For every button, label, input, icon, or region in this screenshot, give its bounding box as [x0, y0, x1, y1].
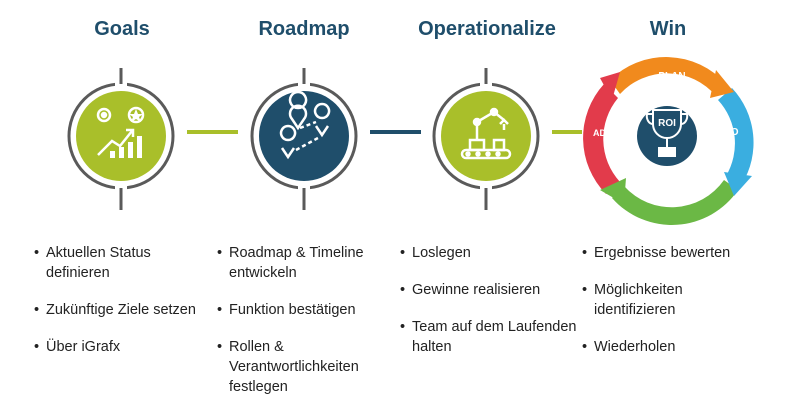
goals-gear-target-chart-icon — [96, 106, 145, 158]
cycle-center-label: ROI — [658, 118, 676, 129]
win-cycle: ROI PLAN DO CHECK ADJUST — [583, 57, 754, 225]
cycle-label-plan: PLAN — [658, 71, 685, 82]
cycle-segment-check — [612, 180, 738, 225]
roadmap-location-pins-icon — [279, 90, 331, 160]
cycle-label-adjust: ADJUST — [593, 128, 630, 138]
list-item: Gewinne realisieren — [400, 280, 580, 300]
goals-node — [67, 60, 175, 212]
stage-title-win: Win — [649, 18, 687, 40]
cycle-segment-do — [718, 88, 754, 184]
robotic-arm-conveyor-icon — [460, 107, 512, 160]
operationalize-node — [432, 60, 540, 212]
list-item: Loslegen — [400, 243, 580, 263]
cycle-label-do: DO — [724, 127, 739, 138]
roi-trophy-icon — [645, 109, 689, 157]
roadmap-bullet-list: Roadmap & Timeline entwickeln Funktion b… — [217, 243, 397, 414]
list-item: Funktion bestätigen — [217, 300, 397, 320]
stage-title-roadmap: Roadmap — [258, 18, 350, 40]
list-item: Möglichkeiten identifizieren — [582, 280, 762, 320]
list-item: Team auf dem Laufenden halten — [400, 317, 580, 357]
list-item: Roadmap & Timeline entwickeln — [217, 243, 397, 283]
roadmap-node — [250, 60, 358, 212]
list-item: Ergebnisse bewerten — [582, 243, 762, 263]
process-diagram: ROI PLAN DO CHECK ADJUST — [67, 57, 754, 225]
cycle-label-check: CHECK — [652, 194, 688, 205]
stage-title-operationalize: Operationalize — [418, 18, 556, 40]
cycle-segment-plan — [610, 57, 726, 96]
stage-title-goals: Goals — [94, 18, 150, 40]
list-item: Wiederholen — [582, 337, 762, 357]
list-item: Aktuellen Status definieren — [34, 243, 214, 283]
list-item: Über iGrafx — [34, 337, 214, 357]
cycle-segment-adjust — [583, 84, 620, 194]
list-item: Zukünftige Ziele setzen — [34, 300, 214, 320]
list-item: Rollen & Verantwortlichkeiten festlegen — [217, 337, 397, 397]
operationalize-bullet-list: Loslegen Gewinne realisieren Team auf de… — [400, 243, 580, 374]
goals-bullet-list: Aktuellen Status definieren Zukünftige Z… — [34, 243, 214, 374]
win-bullet-list: Ergebnisse bewerten Möglichkeiten identi… — [582, 243, 762, 374]
